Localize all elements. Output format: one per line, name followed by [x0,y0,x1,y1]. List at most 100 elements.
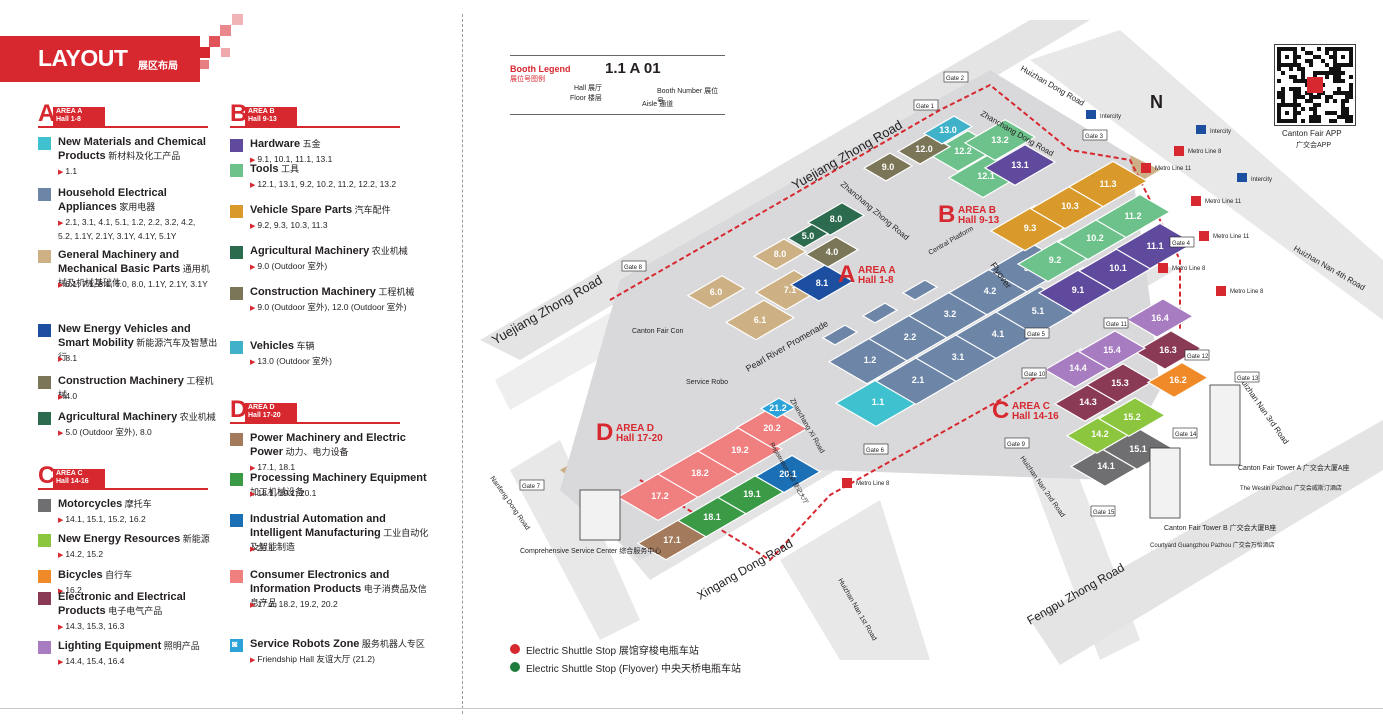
category-name: Construction Machinery 工程机械 [250,285,435,299]
category-name-en: Power Machinery and Electric Power [250,432,406,458]
hall-block[interactable] [862,152,914,182]
category-name-en: Industrial Automation and Intelligent Ma… [250,513,386,539]
legend-item-b-5[interactable]: Construction Machinery 工程机械▶ 9.0 (Outdoo… [230,285,414,319]
hall-number-label: 12.2 [954,146,972,156]
category-swatch [230,433,243,446]
category-name: Vehicles 车辆 [250,339,435,353]
legend-item-c-4[interactable]: Electronic and Electrical Products 电子电气产… [38,590,218,631]
gate-marker[interactable] [1184,349,1210,361]
gate-marker[interactable] [1024,327,1050,339]
legend-item-d-5[interactable]: ◙Service Robots Zone 服务机器人专区▶ Friendship… [230,637,425,671]
legend-item-b-1[interactable]: Hardware 五金▶ 9.1, 10.1, 11.1, 13.1 [230,137,410,171]
legend-item-a-4[interactable]: New Energy Vehicles and Smart Mobility 新… [38,322,218,363]
map-area-halls: Hall 17-20 [616,433,663,444]
legend-item-b-3[interactable]: Vehicle Spare Parts 汽车配件▶ 9.2, 9.3, 10.3… [230,203,410,237]
hall-block[interactable] [922,115,974,145]
legend-item-d-1[interactable]: Power Machinery and Electric Power 动力、电力… [230,431,410,472]
legend-item-c-5[interactable]: Lighting Equipment 照明产品▶ 14.4, 15.4, 16.… [38,639,218,673]
gate-marker[interactable] [1004,437,1030,449]
service-robots-label: Service Robo [686,379,728,386]
category-name-cn: 农业机械 [177,412,216,422]
category-name-cn: 加工机械设备 [250,487,305,497]
gate-marker[interactable] [1021,367,1047,379]
metro-label: Metro Line 11 [1155,166,1192,172]
layout-banner: LAYOUT 展区布局 [0,36,200,82]
hall-block[interactable] [901,279,939,301]
hall-list: ▶ 20.1 [250,542,400,556]
hall-number-label: 10.1 [1109,263,1127,273]
hall-number-label: 8.0 [774,249,787,259]
hall-block[interactable] [861,302,899,324]
hall-block[interactable] [804,236,860,268]
hall-block[interactable] [1125,298,1195,338]
hall-block[interactable] [963,119,1037,161]
hall-marker-icon: ▶ [250,223,258,230]
road-label: Huizhan Nan 3rd Road [1236,374,1290,446]
app-qr-code[interactable] [1274,44,1356,126]
gate-marker[interactable] [519,479,545,491]
hall-values: 17.2, 18.2, 19.2, 20.2 [257,599,338,609]
legend-item-a-5[interactable]: Construction Machinery 工程机械▶ 4.0 [38,374,218,408]
hall-block[interactable] [1114,222,1196,270]
legend-item-b-4[interactable]: Agricultural Machinery 农业机械▶ 9.0 (Outdoo… [230,244,410,278]
gate-marker[interactable] [1172,427,1198,439]
gate-marker[interactable] [621,260,647,272]
legend-item-b-6[interactable]: Vehicles 车辆▶ 13.0 (Outdoor 室外) [230,339,410,373]
category-name-cn: 摩托车 [122,499,152,509]
hall-number-label: 17.2 [651,491,669,501]
legend-item-a-3[interactable]: General Machinery and Mechanical Basic P… [38,248,218,289]
gate-marker[interactable] [913,99,939,111]
hall-block[interactable] [686,275,746,309]
hall-block[interactable] [1097,397,1167,437]
hall-marker-icon: ▶ [250,264,258,271]
legend-item-c-1[interactable]: Motorcycles 摩托车▶ 14.1, 15.1, 15.2, 16.2 [38,497,218,531]
legend-item-c-3[interactable]: Bicycles 自行车▶ 16.2 [38,568,218,602]
legend-item-a-1[interactable]: New Materials and Chemical Products 新材料及… [38,135,218,176]
hall-block[interactable] [821,324,859,346]
hall-marker-icon: ▶ [250,491,258,498]
gate-marker[interactable] [863,443,889,455]
hall-block[interactable] [1146,361,1210,399]
hall-number-label: 8.1 [816,278,829,288]
hall-number-label: 3.1 [952,352,965,362]
hall-values: 13.0 (Outdoor 室外) [257,356,332,366]
gate-label: Gate 15 [1093,510,1115,516]
gate-marker[interactable] [1234,371,1260,383]
legend-item-d-3[interactable]: Industrial Automation and Intelligent Ma… [230,512,428,553]
hall-block[interactable] [752,238,808,270]
legend-item-a-6[interactable]: Agricultural Machinery 农业机械▶ 5.0 (Outdoo… [38,410,218,444]
hall-block[interactable] [1085,363,1155,403]
legend-item-b-2[interactable]: Tools 工具▶ 12.1, 13.1, 9.2, 10.2, 11.2, 1… [230,162,410,196]
legend-item-d-4[interactable]: Consumer Electronics and Information Pro… [230,568,427,609]
hall-number-label: 16.3 [1159,345,1177,355]
metro-icon [1158,263,1168,273]
hall-marker-icon: ▶ [58,659,66,666]
hall-number-label: 2.1 [912,375,925,385]
hall-values: 1.1 [65,166,78,176]
hall-block[interactable] [759,397,797,419]
gate-marker[interactable] [943,71,969,83]
hall-block[interactable] [724,299,796,341]
gate-label: Gate 11 [1106,322,1128,328]
hall-number-label: 15.1 [1129,444,1147,454]
hall-block[interactable] [1094,193,1172,239]
legend-item-c-2[interactable]: New Energy Resources 新能源▶ 14.2, 15.2 [38,532,218,566]
hall-block[interactable] [754,454,822,494]
gate-marker[interactable] [1090,505,1116,517]
gate-marker[interactable] [1082,129,1108,141]
legend-item-a-2[interactable]: Household Electrical Appliances 家用电器▶ 2.… [38,186,218,241]
hall-block[interactable] [983,144,1057,186]
gate-marker[interactable] [1169,236,1195,248]
hall-number-label: 14.1 [1097,461,1115,471]
qr-pattern [1277,47,1353,123]
gate-marker[interactable] [1103,317,1129,329]
hall-block[interactable] [1077,330,1147,370]
gate-label: Gate 7 [522,484,541,490]
hall-marker-icon: ▶ [58,169,66,176]
category-swatch [38,324,51,337]
hall-block[interactable] [1067,160,1149,208]
metro-icon [1174,146,1184,156]
hall-block[interactable] [786,223,830,249]
legend-item-d-2[interactable]: Processing Machinery Equipment 加工机械设备▶ 1… [230,471,427,505]
